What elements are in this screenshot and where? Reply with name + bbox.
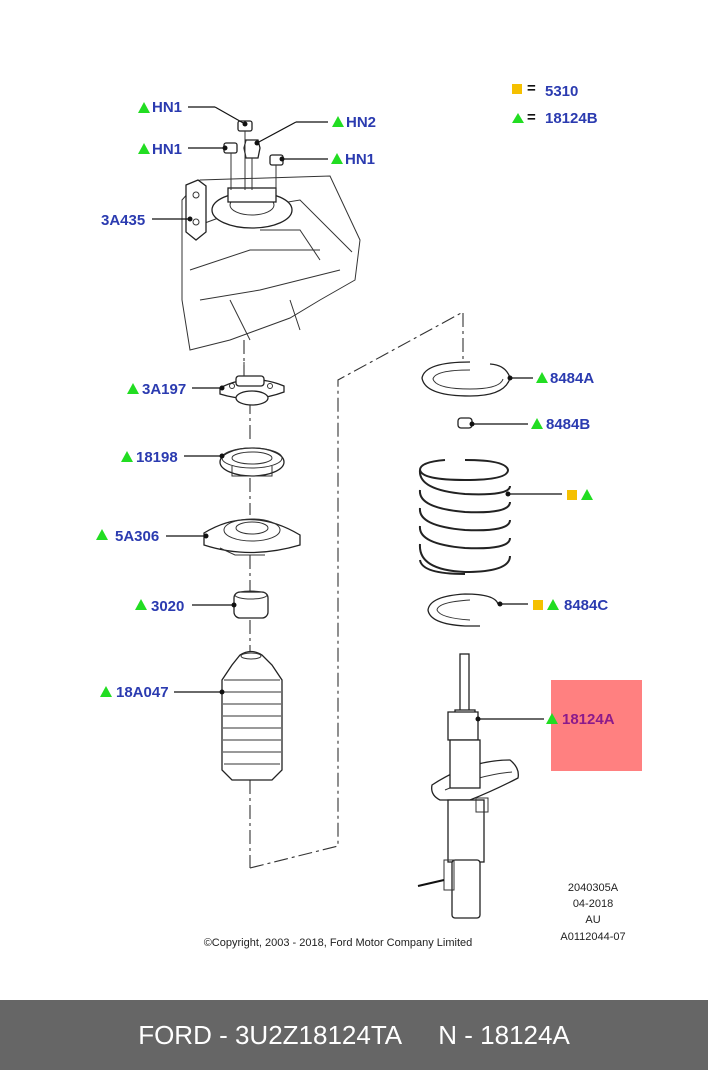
callout-18a047: 18A047	[100, 684, 169, 701]
svg-text:3A197: 3A197	[142, 381, 186, 398]
callout-8484b: 8484B	[531, 416, 590, 433]
part-number-footer: FORD - 3U2Z18124TA N - 18124A	[0, 1000, 708, 1070]
svg-text:8484B: 8484B	[546, 416, 590, 433]
upper-mount-3a197	[219, 362, 285, 406]
footer-part-number: FORD - 3U2Z18124TA	[138, 1019, 403, 1050]
svg-text:=: =	[527, 80, 536, 97]
leader-lines	[152, 106, 562, 722]
triangle-icon	[135, 599, 147, 610]
svg-text:=: =	[527, 109, 536, 126]
svg-text:HN1: HN1	[152, 99, 182, 116]
svg-text:04-2018: 04-2018	[573, 898, 613, 910]
svg-text:8484C: 8484C	[564, 597, 608, 614]
svg-text:8484A: 8484A	[550, 370, 594, 387]
legend-square-value: 5310	[545, 83, 578, 100]
callout-hn1-left: HN1	[138, 141, 182, 158]
spring-seat-5a306	[203, 518, 301, 556]
svg-text:HN1: HN1	[345, 151, 375, 168]
triangle-icon	[531, 418, 543, 429]
coil-spring	[418, 459, 511, 575]
callout-3a435: 3A435	[101, 212, 145, 229]
callout-spring-symbols	[567, 489, 593, 500]
legend-triangle-value: 18124B	[545, 110, 598, 127]
callout-5a306: 5A306	[96, 528, 159, 545]
svg-text:HN2: HN2	[346, 114, 376, 131]
legend: = 5310 = 18124B	[512, 80, 598, 127]
triangle-icon	[100, 686, 112, 697]
exploded-parts-diagram: = 5310 = 18124B	[96, 80, 642, 949]
square-icon	[533, 600, 543, 610]
square-icon	[567, 490, 577, 500]
callout-hn1-top: HN1	[138, 99, 182, 116]
triangle-icon	[138, 102, 150, 113]
triangle-icon	[332, 116, 344, 127]
triangle-icon	[331, 153, 343, 164]
square-icon	[512, 84, 522, 94]
callout-8484c: 8484C	[533, 597, 608, 614]
svg-text:A0112044-07: A0112044-07	[560, 931, 625, 943]
insulator-8484a	[421, 361, 511, 397]
strut-tower-panel	[181, 175, 361, 351]
svg-text:5A306: 5A306	[115, 528, 159, 545]
copyright: ©Copyright, 2003 - 2018, Ford Motor Comp…	[204, 937, 473, 949]
bump-stop-3020	[233, 590, 269, 619]
diagram-reference: 2040305A 04-2018 AU A0112044-07	[560, 882, 625, 943]
svg-text:2040305A: 2040305A	[568, 882, 619, 894]
callout-hn2: HN2	[332, 114, 376, 131]
callout-18124a: 18124A	[546, 711, 615, 728]
insulator-8484c	[427, 593, 499, 627]
triangle-icon	[138, 143, 150, 154]
svg-text:3A435: 3A435	[101, 212, 145, 229]
triangle-icon	[127, 383, 139, 394]
svg-text:HN1: HN1	[152, 141, 182, 158]
svg-text:3020: 3020	[151, 598, 184, 615]
svg-text:18A047: 18A047	[116, 684, 169, 701]
svg-text:18198: 18198	[136, 449, 178, 466]
triangle-icon	[536, 372, 548, 383]
callout-18198: 18198	[121, 449, 178, 466]
triangle-icon	[512, 113, 524, 123]
bearing-18198	[219, 447, 285, 477]
triangle-icon	[546, 713, 558, 724]
triangle-icon	[547, 599, 559, 610]
callout-3020: 3020	[135, 598, 184, 615]
dust-boot-18a047	[221, 650, 283, 781]
triangle-icon	[96, 529, 108, 540]
footer-reference-number: N - 18124A	[438, 1019, 570, 1050]
callout-3a197: 3A197	[127, 381, 186, 398]
strut-18124a	[417, 653, 519, 919]
triangle-icon	[581, 489, 593, 500]
svg-text:18124A: 18124A	[562, 711, 615, 728]
svg-text:AU: AU	[585, 914, 600, 926]
callout-8484a: 8484A	[536, 370, 594, 387]
callout-hn1-right: HN1	[331, 151, 375, 168]
selected-part-highlight	[551, 680, 642, 771]
triangle-icon	[121, 451, 133, 462]
